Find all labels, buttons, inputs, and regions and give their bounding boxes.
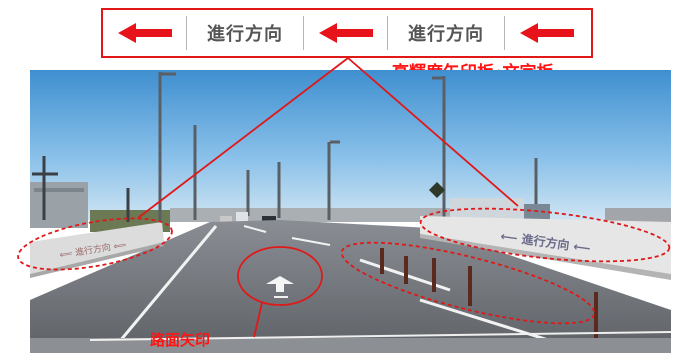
sign-text-label: 進行方向 <box>408 24 484 45</box>
left-arrow-icon <box>117 23 172 43</box>
road-photo: ⟸ 進行方向 ⟸ ⟵ 進行方向 ⟵ <box>30 70 671 353</box>
sign-text-cell: 進行方向 <box>388 16 505 50</box>
sky <box>30 70 671 220</box>
sign-arrow-cell <box>304 16 388 50</box>
sign-text-cell: 進行方向 <box>187 16 304 50</box>
left-arrow-icon <box>520 23 574 43</box>
caption-road-arrow: 路面矢印 <box>150 331 211 349</box>
utility-pole <box>32 156 130 222</box>
sign-arrow-cell <box>103 16 187 50</box>
sign-arrow-cell <box>505 16 589 50</box>
sign-text-label: 進行方向 <box>207 24 283 45</box>
left-arrow-icon <box>318 23 373 43</box>
car <box>236 212 248 222</box>
high-brightness-sign-strip: 進行方向 進行方向 <box>101 8 593 58</box>
